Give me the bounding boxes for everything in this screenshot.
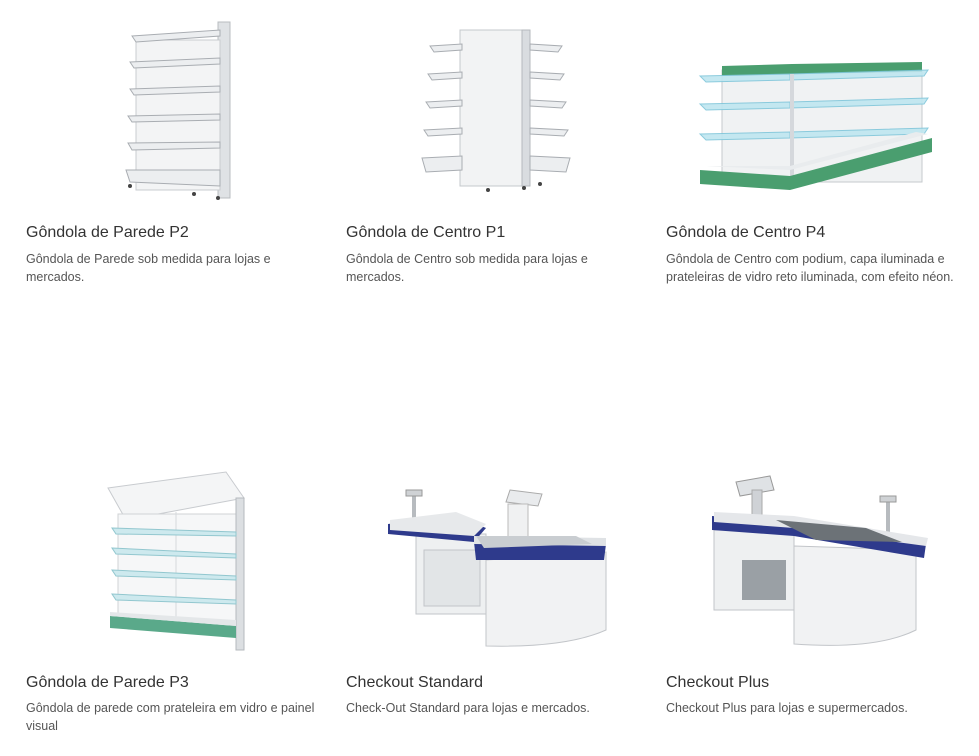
center-gondola-shelf-icon[interactable] bbox=[346, 0, 646, 192]
product-description: Gôndola de Centro sob medida para lojas … bbox=[346, 252, 588, 284]
illuminated-center-gondola-icon[interactable] bbox=[666, 0, 966, 190]
product-title[interactable]: Gôndola de Centro P4 bbox=[666, 224, 826, 241]
checkout-counter-icon[interactable] bbox=[346, 450, 646, 647]
product-title[interactable]: Gôndola de Parede P3 bbox=[26, 674, 189, 691]
checkout-plus-counter-icon[interactable] bbox=[666, 450, 966, 646]
product-title[interactable]: Gôndola de Parede P2 bbox=[26, 224, 189, 241]
product-description: Gôndola de Centro com podium, capa ilumi… bbox=[666, 252, 954, 284]
glass-wall-gondola-icon[interactable] bbox=[26, 450, 326, 651]
product-description: Checkout Plus para lojas e supermercados… bbox=[666, 701, 908, 715]
product-description: Gôndola de Parede sob medida para lojas … bbox=[26, 252, 271, 284]
product-title[interactable]: Checkout Standard bbox=[346, 674, 483, 691]
product-description: Check-Out Standard para lojas e mercados… bbox=[346, 701, 590, 715]
product-description: Gôndola de parede com prateleira em vidr… bbox=[26, 701, 315, 733]
product-title[interactable]: Checkout Plus bbox=[666, 674, 770, 691]
product-title[interactable]: Gôndola de Centro P1 bbox=[346, 224, 506, 241]
wall-gondola-shelf-icon[interactable] bbox=[26, 0, 326, 200]
